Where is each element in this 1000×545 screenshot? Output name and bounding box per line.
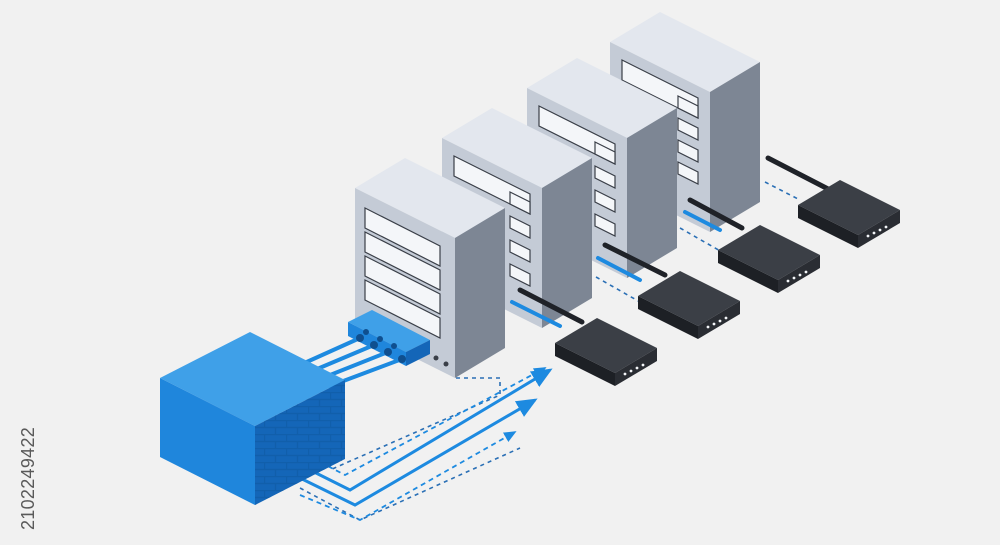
firewall-block [160, 332, 345, 505]
traffic-arrows [299, 368, 553, 507]
server-rack-1 [355, 158, 505, 378]
router-3 [718, 225, 820, 293]
router-2 [638, 271, 740, 339]
router-1 [555, 318, 657, 386]
blue-cables [510, 210, 722, 328]
dark-cables [517, 155, 833, 325]
cable-plugs [356, 334, 406, 363]
watermark-id: 2102249422 [18, 426, 38, 530]
router-4 [798, 180, 900, 248]
